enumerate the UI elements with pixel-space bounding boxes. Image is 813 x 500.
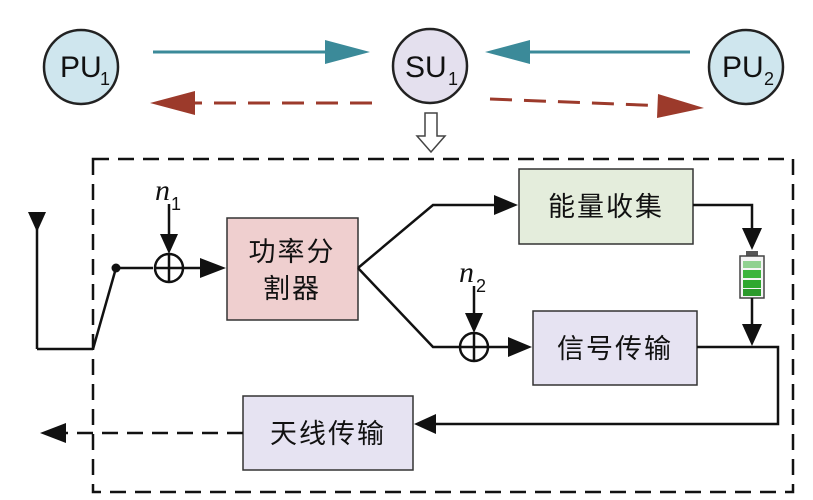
node-pu1-sub: 1 xyxy=(100,69,110,89)
noise-n2-sub: 2 xyxy=(476,276,486,296)
power-splitter-label-1: 功率分 xyxy=(249,237,336,268)
signal-transmit-label: 信号传输 xyxy=(557,334,673,365)
su-detail-frame xyxy=(91,157,795,494)
hollow-down-arrow-icon xyxy=(415,112,447,154)
battery-to-signal-line xyxy=(742,298,762,346)
red-dashed-arrow-su1-to-pu1 xyxy=(150,91,372,115)
power-splitter-block: 功率分 割器 xyxy=(226,217,359,321)
teal-arrow-pu2-to-su1 xyxy=(485,40,690,64)
adder-1-icon xyxy=(153,252,185,284)
node-pu1: PU 1 xyxy=(42,28,120,106)
adder-2-icon xyxy=(458,331,490,363)
node-pu2: PU 2 xyxy=(707,28,785,106)
energy-harvest-label: 能量收集 xyxy=(548,192,664,223)
branch-to-energy-harvest xyxy=(357,195,518,269)
noise-n2-label: n xyxy=(459,256,474,289)
node-su1-label: SU xyxy=(405,51,447,84)
red-dashed-arrow-su1-to-pu2 xyxy=(489,94,704,118)
antenna-transmit-label: 天线传输 xyxy=(270,419,386,450)
node-pu1-label: PU xyxy=(60,51,102,84)
node-pu2-label: PU xyxy=(722,51,764,84)
energy-to-battery-line xyxy=(693,203,762,250)
antenna-switch xyxy=(91,263,153,350)
battery-icon xyxy=(739,251,765,299)
energy-harvest-block: 能量收集 xyxy=(518,168,694,245)
power-splitter-label-2: 割器 xyxy=(263,274,321,305)
teal-arrow-pu1-to-su1 xyxy=(153,40,370,64)
node-pu2-sub: 2 xyxy=(764,69,774,89)
branch-to-signal xyxy=(357,267,460,349)
noise-n1-sub: 1 xyxy=(171,194,181,214)
noise-n1-label: n xyxy=(155,174,170,207)
noise-n1: n 1 xyxy=(155,174,181,254)
dashed-output-arrow xyxy=(40,423,243,443)
noise-n2: n 2 xyxy=(459,256,486,333)
node-su1-sub: 1 xyxy=(448,69,458,89)
signal-to-antenna-line xyxy=(414,345,780,434)
signal-transmit-block: 信号传输 xyxy=(532,310,698,386)
antenna-transmit-block: 天线传输 xyxy=(242,395,414,471)
antenna-icon xyxy=(28,212,93,351)
node-su1: SU 1 xyxy=(391,27,469,105)
